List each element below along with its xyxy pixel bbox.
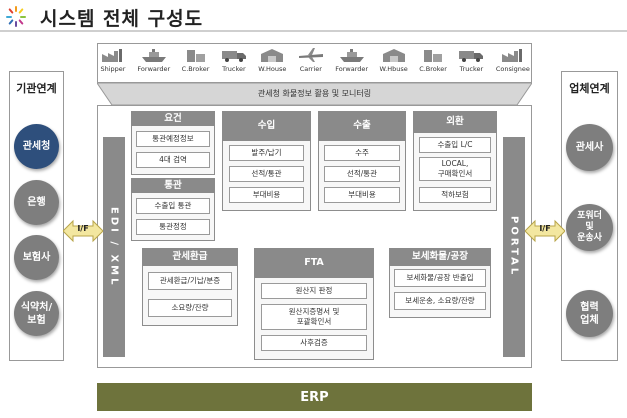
- participant-item: C.Broker: [419, 47, 447, 81]
- item-local-purchase-confirmation[interactable]: LOCAL, 구매확인서: [419, 157, 491, 181]
- item-export-incidental[interactable]: 부대비용: [324, 187, 400, 203]
- item-export-shipping[interactable]: 선적/통관: [324, 166, 400, 182]
- agency-customs[interactable]: 관세청: [14, 124, 59, 169]
- item-clearance-schedule[interactable]: 통관예정정보: [136, 131, 210, 147]
- logo-icon: [6, 6, 30, 28]
- partner-customs-broker[interactable]: 관세사: [566, 124, 613, 171]
- agency-food-drug[interactable]: 식약처/ 보험: [14, 291, 59, 336]
- strip-caption: 관세청 화물정보 활용 및 모니터링: [257, 89, 372, 98]
- module-clearance-title: 통관: [131, 178, 215, 193]
- ship-icon: [339, 49, 364, 62]
- participant-label: C.Broker: [419, 65, 447, 73]
- agency-bank[interactable]: 은행: [14, 180, 59, 225]
- participant-label: Carrier: [299, 65, 322, 73]
- module-fta-title: FTA: [254, 248, 374, 278]
- module-bonded-title: 보세화물/공장: [389, 248, 491, 266]
- item-post-verification[interactable]: 사후검증: [261, 335, 367, 351]
- erp-bar: ERP: [97, 383, 532, 411]
- item-bonded-inout[interactable]: 보세화물/공장 반출입: [394, 269, 486, 287]
- participant-item: W.House: [258, 47, 286, 81]
- participant-label: Forwarder: [335, 65, 369, 73]
- item-refund-installment[interactable]: 관세환급/기납/분증: [148, 272, 232, 290]
- factory-icon: [102, 49, 122, 62]
- truck-icon: [221, 51, 246, 62]
- left-if-arrow: [63, 219, 103, 243]
- warehouse-icon: [382, 49, 405, 62]
- left-panel-title: 기관연계: [16, 82, 57, 95]
- portal-bar: PORTAL: [503, 137, 525, 357]
- participant-label: W.Hbuse: [379, 65, 408, 73]
- participant-label: Trucker: [222, 65, 246, 73]
- partner-forwarder[interactable]: 포워더 및 운송사: [566, 204, 613, 251]
- module-foreign-exchange-title: 외환: [413, 111, 497, 133]
- warehouse-icon: [261, 49, 284, 62]
- item-order-receipt[interactable]: 수주: [324, 145, 400, 161]
- participant-item: Trucker: [221, 47, 247, 81]
- item-import-incidental[interactable]: 부대비용: [229, 187, 304, 203]
- item-bonded-transport[interactable]: 보세운송, 소요량/잔량: [394, 292, 486, 310]
- funnel-shape: [97, 83, 532, 105]
- participant-label: Shipper: [100, 65, 126, 73]
- participant-item: C.Broker: [181, 47, 210, 81]
- right-panel-title: 업체연계: [569, 82, 610, 95]
- participant-item: Forwarder: [137, 47, 170, 81]
- participant-label: Consignee: [495, 65, 530, 73]
- item-quarantine[interactable]: 4대 검역: [136, 152, 210, 168]
- item-origin-certificate[interactable]: 원산지증명서 및 포괄확인서: [261, 304, 367, 330]
- partner-cooperative[interactable]: 협력 업체: [566, 290, 613, 337]
- factory-icon: [501, 49, 522, 62]
- item-import-shipping[interactable]: 선적/통관: [229, 166, 304, 182]
- item-refund-consumption[interactable]: 소요량/잔량: [148, 299, 232, 317]
- right-if-label: I/F: [539, 224, 551, 233]
- item-origin-determination[interactable]: 원산지 판정: [261, 283, 367, 299]
- participant-item: Shipper: [100, 47, 126, 81]
- module-import-title: 수입: [222, 111, 311, 141]
- module-requirements-title: 요건: [131, 111, 215, 126]
- building-icon: [424, 50, 443, 62]
- participant-label: Forwarder: [137, 65, 171, 73]
- participant-list: Shipper Forwarder C.Broker Trucker W.House Ca…: [100, 47, 530, 81]
- item-order-delivery[interactable]: 발주/납기: [229, 145, 304, 161]
- item-cargo-insurance[interactable]: 적하보험: [419, 187, 491, 203]
- truck-icon: [459, 51, 484, 62]
- ship-icon: [141, 49, 166, 62]
- header-divider: [0, 30, 627, 32]
- item-import-export-clearance[interactable]: 수출입 통관: [136, 198, 210, 214]
- participant-item: Forwarder: [335, 47, 368, 81]
- participant-item: Trucker: [458, 47, 484, 81]
- participant-label: Trucker: [459, 65, 484, 73]
- page-title: 시스템 전체 구성도: [40, 8, 204, 30]
- plane-icon: [298, 48, 323, 62]
- participant-item: Consignee: [496, 47, 530, 81]
- building-icon: [186, 50, 205, 62]
- left-if-label: I/F: [77, 224, 89, 233]
- participant-label: C.Broker: [181, 65, 210, 73]
- participant-item: W.Hbuse: [379, 47, 408, 81]
- edi-xml-bar: EDI / XML: [103, 137, 125, 357]
- module-export-title: 수출: [318, 111, 406, 141]
- right-if-arrow: [525, 219, 565, 243]
- agency-insurance[interactable]: 보험사: [14, 235, 59, 280]
- participant-item: Carrier: [298, 47, 324, 81]
- item-clearance-correction[interactable]: 통관정정: [136, 219, 210, 235]
- participant-label: W.House: [258, 65, 287, 73]
- module-duty-refund-title: 관세환급: [142, 248, 238, 266]
- item-letter-of-credit[interactable]: 수출입 L/C: [419, 137, 491, 153]
